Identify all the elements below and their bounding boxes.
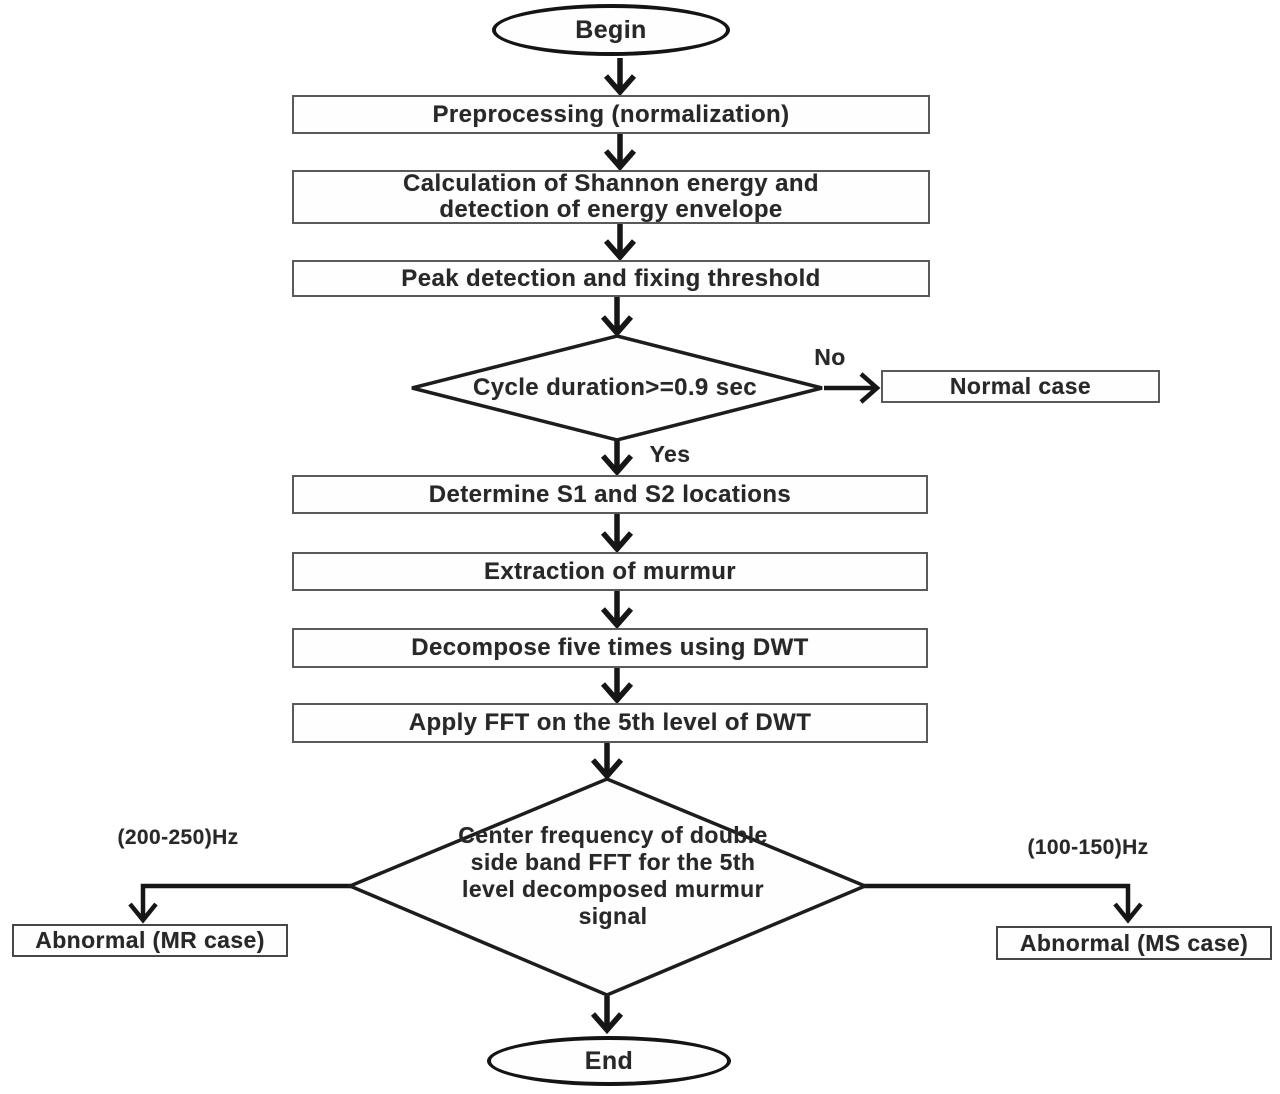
process-s1s2-locations: Determine S1 and S2 locations [292,475,928,514]
arrow-fft-to-center-decision [590,743,624,781]
arrow-center-decision-to-end [590,996,624,1035]
process-abnormal-ms: Abnormal (MS case) [996,926,1272,960]
process-preprocessing: Preprocessing (normalization) [292,95,930,134]
arrow-center-decision-to-abnormal-ms [863,883,1143,924]
center-frequency-decision-label: Center frequency of double side band FFT… [458,822,768,929]
arrow-begin-to-preprocessing [603,58,637,97]
arrow-center-decision-to-abnormal-mr [128,883,352,924]
process-extraction-murmur: Extraction of murmur [292,552,928,591]
peak-detection-label: Peak detection and fixing threshold [401,264,821,292]
arrow-cycle-decision-no-to-normal [824,372,881,404]
arrow-preprocessing-to-shannon [603,134,637,172]
cycle-decision-label: Cycle duration>=0.9 sec [472,374,757,401]
abnormal-ms-label: Abnormal (MS case) [1019,929,1249,956]
arrow-cycle-decision-to-s1s2 [600,441,634,477]
arrow-decompose-to-fft [600,668,634,705]
process-normal-case: Normal case [881,370,1160,403]
process-abnormal-mr: Abnormal (MR case) [12,924,288,957]
extraction-label: Extraction of murmur [483,557,737,585]
apply-fft-label: Apply FFT on the 5th level of DWT [408,709,812,736]
edge-label-yes: Yes [649,441,691,467]
s1s2-label: Determine S1 and S2 locations [428,480,792,508]
center-frequency-decision-diamond [345,777,870,997]
decompose-label: Decompose five times using DWT [411,634,809,661]
cycle-duration-decision-diamond [411,334,823,442]
process-peak-detection: Peak detection and fixing threshold [292,260,930,297]
begin-terminal: Begin [492,4,730,56]
process-apply-fft: Apply FFT on the 5th level of DWT [292,703,928,743]
end-label: End [584,1046,634,1075]
arrow-extraction-to-decompose [600,591,634,630]
begin-label: Begin [575,15,647,44]
end-terminal: End [487,1036,731,1086]
edge-label-ms-hz: (100-150)Hz [1027,836,1149,859]
shannon-energy-label: Calculation of Shannon energy and detect… [403,170,819,223]
arrow-s1s2-to-extraction [600,514,634,554]
process-shannon-energy: Calculation of Shannon energy and detect… [292,170,930,224]
arrow-peak-to-cycle-decision [600,297,634,338]
arrow-shannon-to-peak [603,224,637,262]
preprocessing-label: Preprocessing (normalization) [432,100,790,128]
normal-case-label: Normal case [949,373,1092,399]
edge-label-no: No [814,344,846,370]
edge-label-mr-hz: (200-250)Hz [117,826,239,849]
abnormal-mr-label: Abnormal (MR case) [35,927,265,953]
process-decompose-dwt: Decompose five times using DWT [292,628,928,668]
